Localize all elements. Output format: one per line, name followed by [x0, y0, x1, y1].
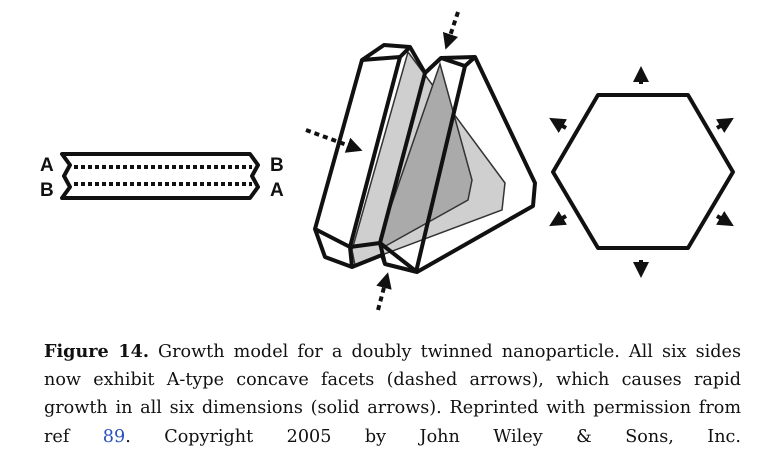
doubly-twinned-crystal: [305, 11, 537, 311]
hexagon-growth: [549, 66, 735, 278]
caption-copyright: . Copyright 2005 by John Wiley & Sons, I…: [125, 426, 741, 447]
label-a-right: A: [270, 180, 284, 201]
reference-link[interactable]: 89: [102, 426, 126, 447]
twin-plate-side-view: [60, 152, 260, 200]
label-a-left: A: [40, 155, 54, 176]
label-b-left: B: [40, 180, 54, 201]
figure-caption: Figure 14. Growth model for a doubly twi…: [44, 338, 741, 451]
arrow-bottom-left: [549, 211, 568, 227]
growth-model-figure: A B B A: [40, 11, 735, 311]
label-b-right: B: [270, 155, 284, 176]
dashed-arrow-bottom: [376, 272, 392, 311]
dashed-arrow-left: [305, 128, 363, 153]
caption-text: Growth model for a doubly twinned nanopa…: [44, 342, 741, 447]
arrow-bottom-right: [715, 211, 734, 227]
arrow-top-left: [549, 117, 568, 133]
dashed-arrow-top: [442, 11, 460, 50]
hexagon: [551, 93, 735, 250]
arrow-top-right: [715, 117, 734, 133]
figure-number: Figure 14.: [44, 341, 149, 362]
